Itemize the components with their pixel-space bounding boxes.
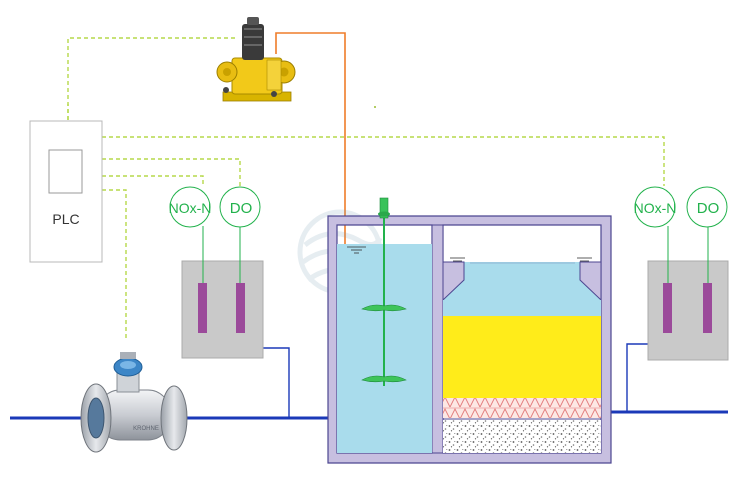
do-probe-right <box>703 283 712 333</box>
signal-lines <box>67 37 665 340</box>
main-pipe <box>10 410 728 420</box>
do-sensor-left[interactable]: DO <box>219 186 261 228</box>
filter-hopper-right <box>579 261 602 302</box>
treatment-tank <box>327 215 612 464</box>
signal-line-plc-to-left-do <box>102 175 204 186</box>
sensor-cable-lines <box>263 343 648 418</box>
filter-hopper-left <box>442 261 465 302</box>
filter-chamber-water <box>443 262 601 300</box>
mixer-impeller-upper <box>361 304 407 312</box>
signal-line-plc-to-right-sensor <box>102 136 665 186</box>
signal-line-plc-to-flowmeter <box>102 189 127 340</box>
do-probe-left <box>236 283 245 333</box>
sensor-group-left: NOx-N DO <box>169 186 264 359</box>
do-sensor-right[interactable]: DO <box>686 186 728 228</box>
water-level-mark-left <box>347 246 366 254</box>
nox-probe-right <box>663 283 672 333</box>
do-label-right: DO <box>697 200 720 217</box>
mixer-impeller-lower <box>361 375 407 383</box>
water-level-mark-right <box>450 257 592 262</box>
metering-pump[interactable] <box>216 17 296 102</box>
nox-label-left: NOx-N <box>169 200 212 216</box>
nox-label-right: NOx-N <box>634 200 677 216</box>
sensor-box-left <box>181 260 264 359</box>
flowmeter-brand: KROHNE <box>133 426 159 432</box>
nox-sensor-right[interactable]: NOx-N <box>634 186 677 228</box>
signal-line-plc-to-left-nox <box>102 158 241 186</box>
plc-display <box>48 149 83 194</box>
signal-line-plc-to-pump <box>67 37 236 120</box>
gravel-layer <box>443 420 601 453</box>
plc-label: PLC <box>52 211 79 227</box>
sensor-group-right: NOx-N DO <box>634 186 729 361</box>
nox-sensor-left[interactable]: NOx-N <box>169 186 212 228</box>
nox-probe-left <box>198 283 207 333</box>
marker-dot <box>374 106 376 108</box>
sensor-box-right <box>647 260 729 361</box>
plc-cabinet[interactable]: PLC <box>29 120 103 263</box>
do-label-left: DO <box>230 200 253 217</box>
mixer[interactable] <box>361 197 407 386</box>
flowmeter[interactable]: KROHNE <box>80 352 188 453</box>
filter-media-layer <box>443 316 601 398</box>
